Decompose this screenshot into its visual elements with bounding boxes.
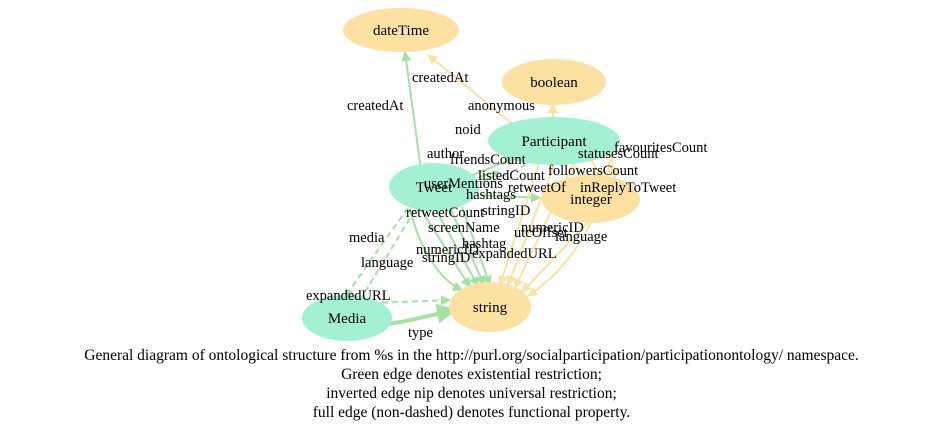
edge-label-media: media [349,230,385,246]
edge-tweet-integer [479,192,541,203]
edge-participant-createdAt [427,54,521,131]
edge-label-friendscount: friendsCount [450,152,526,168]
caption-line-4: full edge (non-dashed) denotes functiona… [312,404,631,421]
caption-line-1: General diagram of ontological structure… [84,347,859,364]
edge-label-favouritescount: favouritesCount [614,140,707,156]
node-boolean-label: boolean [530,75,578,91]
node-datetime: dateTime [343,8,459,52]
edge-tweet-string-1 [419,207,471,288]
edge-tweet-media [344,207,409,299]
edge-tweet-string-3 [449,207,485,286]
edge-label-numericid-tweet: numericID [416,242,479,258]
node-participant: Participant [488,117,620,165]
edge-label-createdat-participant: createdAt [412,70,468,86]
edge-participant-string-4 [521,214,596,293]
edge-label-noid: noid [455,122,482,138]
edge-label-retweetcount: retweetCount [406,205,484,221]
edge-tweet-author [469,156,516,177]
edge-label-author: author [427,146,464,162]
edge-participant-statusescount [608,149,619,179]
ontology-diagram: dateTime boolean Participant Tweet integ… [302,8,707,341]
edge-tweet-retweetof [477,170,500,184]
node-datetime-label: dateTime [373,23,429,39]
edge-label-anonymous: anonymous [468,98,535,114]
node-tweet: Tweet [389,163,479,211]
node-media: Media [302,295,392,341]
node-tweet-label: Tweet [416,180,453,196]
edge-label-stringid-tweet: stringID [422,250,470,266]
node-integer-label: integer [570,192,612,208]
edge-media-string-expandedurl [371,295,451,306]
edge-tweet-string-2 [434,207,479,287]
edge-label-language-participant: language [555,229,607,245]
edge-label-stringid: stringID [482,203,530,219]
edge-label-followerscount: followersCount [548,163,638,179]
edge-tweet-string-5 [409,208,463,291]
edge-label-listedcount: listedCount [478,168,545,184]
node-media-label: Media [328,311,367,327]
edge-label-numericid-participant: numericID [521,220,584,236]
edge-label-language-tweet: language [361,255,413,271]
edge-label-utcoffset: utcOffset [514,225,568,241]
edge-participant-string-2 [506,161,556,286]
node-integer: integer [542,175,640,223]
node-participant-label: Participant [522,134,588,150]
edge-tweet-media-language [359,209,416,301]
edge-label-hashtags: hashtags [466,187,516,203]
edge-label-inreplytotweet: inReplyToTweet [580,180,676,196]
edge-label-createdat-tweet: createdAt [347,98,403,114]
edge-label-hashtag: hashtag [462,236,506,252]
edge-tweet-usermentions [484,164,526,186]
node-string: string [449,282,531,332]
edge-label-retweetof: retweetOf [508,180,566,196]
node-boolean: boolean [502,59,606,105]
edge-label-type: type [408,325,433,341]
caption-line-2: Green edge denotes existential restricti… [341,366,602,383]
edge-label-expandedurl-media: expandedURL [306,288,391,304]
node-string-label: string [473,300,508,316]
edge-label-statusescount: statusesCount [578,146,659,162]
caption-line-3: inverted edge nip denotes universal rest… [326,385,617,402]
diagram-caption: General diagram of ontological structure… [0,346,943,422]
edge-participant-string-1 [497,159,541,286]
edge-label-screenname: screenName [428,220,500,236]
edge-label-expandedurl-tweet: expandedURL [472,246,557,262]
edge-tweet-createdAt [401,51,424,186]
nodes: dateTime boolean Participant Tweet integ… [302,8,640,341]
edge-label-usermentions: userMentions [424,176,503,192]
edge-labels: createdAt createdAt anonymous noid autho… [306,70,707,341]
edge-tweet-string-4 [461,206,492,286]
